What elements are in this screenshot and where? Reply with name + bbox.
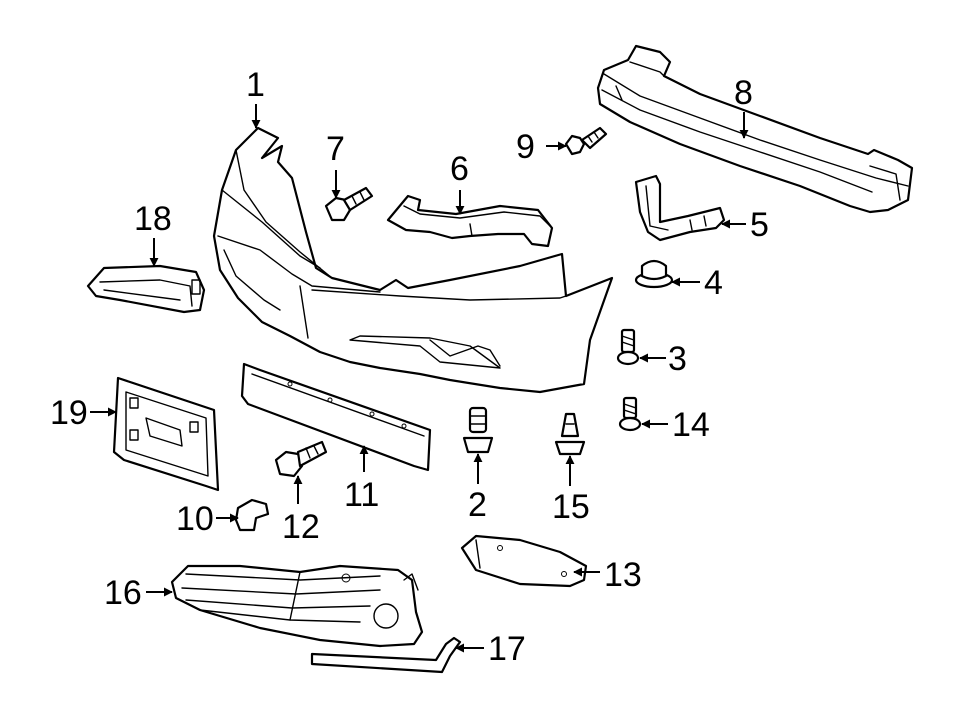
callout-9: 9 — [516, 128, 535, 166]
callout-12: 12 — [282, 508, 320, 546]
part-11-lower-strip[interactable] — [240, 362, 432, 472]
callout-13: 13 — [604, 556, 642, 594]
callout-labels: 1 2 3 4 5 6 7 8 9 10 11 12 13 14 15 16 1… — [50, 66, 769, 668]
part-12-bolt[interactable] — [274, 440, 328, 478]
callout-6: 6 — [450, 150, 469, 188]
part-7-bolt[interactable] — [324, 186, 374, 222]
part-4-clip[interactable] — [634, 259, 674, 289]
callout-16: 16 — [104, 574, 142, 612]
part-18-side-marker[interactable] — [86, 264, 206, 314]
callout-7: 7 — [326, 130, 345, 168]
part-1-bumper-cover[interactable] — [212, 126, 614, 394]
part-19-license-bracket[interactable] — [112, 376, 220, 492]
callout-3: 3 — [668, 340, 687, 378]
part-15-push-pin[interactable] — [554, 412, 586, 456]
part-16-lower-grille[interactable] — [170, 564, 424, 648]
callout-14: 14 — [672, 406, 710, 444]
callout-11: 11 — [344, 476, 379, 514]
part-8-reinforcement-beam[interactable] — [596, 44, 914, 214]
callout-17: 17 — [488, 630, 526, 668]
callout-5: 5 — [750, 206, 769, 244]
callout-1: 1 — [246, 66, 265, 104]
leader-lines — [90, 104, 749, 653]
callout-15: 15 — [552, 488, 590, 526]
part-3-screw[interactable] — [616, 328, 640, 366]
callout-19: 19 — [50, 394, 88, 432]
callout-10: 10 — [176, 500, 214, 538]
part-2-clip[interactable] — [462, 406, 494, 454]
callout-2: 2 — [468, 486, 487, 524]
part-17-trim-strip[interactable] — [310, 636, 462, 674]
part-14-screw[interactable] — [618, 396, 642, 432]
part-9-bolt[interactable] — [564, 126, 608, 156]
callout-4: 4 — [704, 264, 723, 302]
callout-8: 8 — [734, 74, 753, 112]
part-6-upper-bracket[interactable] — [386, 194, 554, 248]
part-5-side-bracket[interactable] — [634, 174, 726, 242]
part-13-under-cover[interactable] — [460, 534, 588, 588]
callout-18: 18 — [134, 200, 172, 238]
part-10-clip[interactable] — [234, 498, 270, 532]
